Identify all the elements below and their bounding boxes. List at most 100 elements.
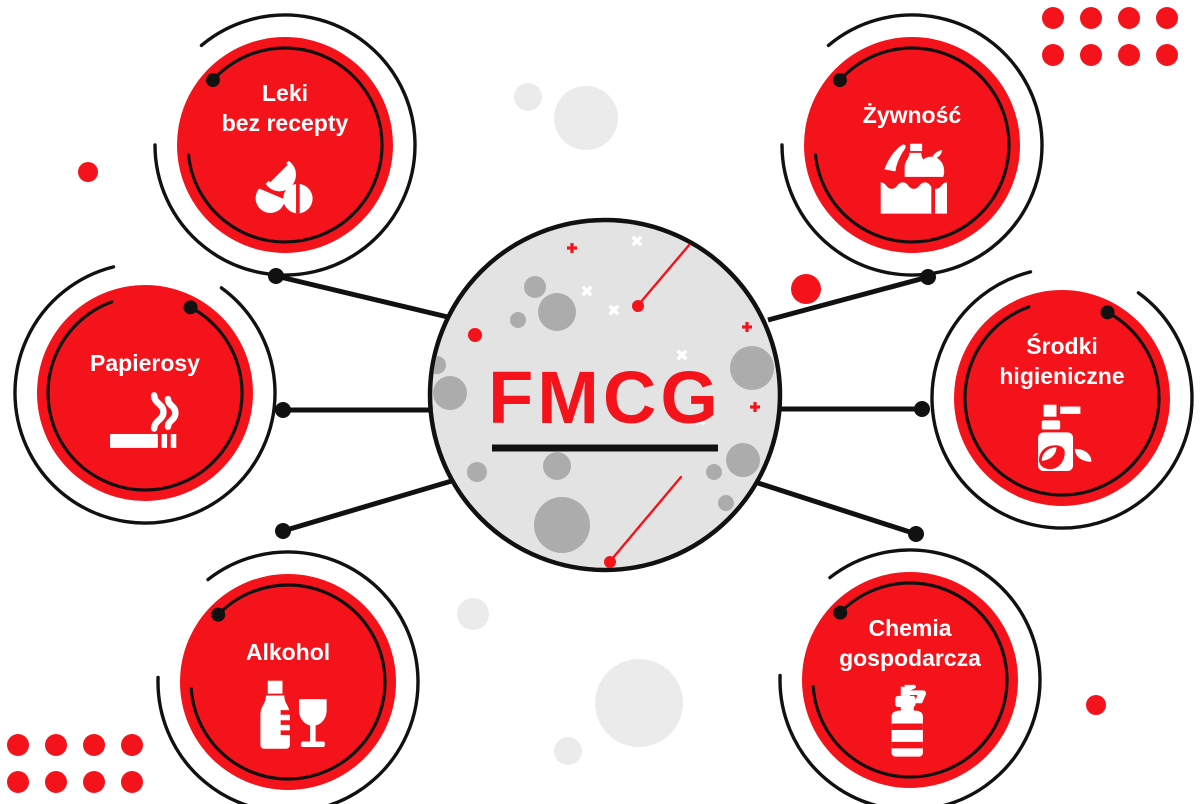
center-hub-node[interactable]: FMCG	[427, 217, 783, 573]
connector-line-zywnosc	[767, 274, 929, 323]
node-inner-orbit-arc	[189, 583, 387, 781]
red-plus-icon	[567, 243, 577, 253]
decorative-red-dot	[791, 274, 821, 304]
node-outer-orbit-arc	[780, 13, 1044, 277]
node-outer-orbit-arc	[778, 548, 1042, 804]
node-white-ring	[161, 555, 415, 804]
node-label-line: Alkohol	[246, 639, 330, 665]
sparkle-icon	[694, 414, 706, 426]
category-node-alkohol[interactable]: Alkohol	[156, 523, 420, 804]
hub-gray-bubble	[726, 443, 760, 477]
comet-marker	[604, 475, 683, 568]
decorative-gray-circle	[554, 86, 618, 150]
node-inner-orbit-arc	[813, 46, 1011, 244]
decorative-red-dot	[1156, 44, 1178, 66]
node-inner-orbit-arc	[46, 300, 244, 492]
node-label-alkohol: Alkohol	[246, 639, 330, 665]
category-node-zywnosc[interactable]: Żywność	[780, 13, 1044, 285]
node-white-ring	[783, 553, 1037, 804]
dot-grid-bottom-left	[7, 734, 143, 793]
hub-gray-bubble	[524, 276, 546, 298]
connector-lines	[275, 273, 929, 537]
node-arc-endpoint-dot	[183, 300, 198, 315]
connector-anchor-dot	[920, 269, 936, 285]
node-label-line: bez recepty	[222, 110, 349, 136]
decorative-red-dot	[121, 734, 143, 756]
decorative-gray-circle	[514, 83, 542, 111]
node-label-zywnosc: Żywność	[863, 102, 962, 128]
connector-anchor-dot	[268, 268, 284, 284]
node-label-line: Leki	[262, 80, 308, 106]
connector-anchor-dot	[914, 401, 930, 417]
decorative-red-dot	[1118, 7, 1140, 29]
node-label-line: Chemia	[868, 615, 951, 641]
node-inner-orbit-arc	[811, 581, 1009, 779]
node-outer-orbit-arc	[153, 13, 417, 277]
decorative-red-dot	[1042, 44, 1064, 66]
hub-gray-bubble	[730, 346, 774, 390]
connector-line-leki	[275, 273, 453, 321]
hub-gray-bubble	[706, 464, 722, 480]
decorative-red-dot	[7, 734, 29, 756]
node-circle-chemia	[802, 572, 1018, 788]
red-plus-icon	[742, 322, 752, 332]
node-label-line: Środki	[1026, 332, 1098, 359]
decorative-red-dot	[7, 771, 29, 793]
node-label-leki: Leki bez recepty	[222, 80, 349, 136]
decorative-red-dot	[45, 771, 67, 793]
page-title: FMCG	[488, 356, 722, 439]
category-node-leki[interactable]: Leki bez recepty	[153, 13, 417, 284]
node-circle-alkohol	[180, 574, 396, 790]
connector-anchor-dot	[275, 402, 291, 418]
node-label-line: Żywność	[863, 102, 962, 128]
decorative-red-dot	[1156, 7, 1178, 29]
node-arc-endpoint-dot	[211, 607, 226, 622]
decorative-red-dot	[83, 734, 105, 756]
decorative-red-dot	[1086, 695, 1106, 715]
connector-anchor-dot	[908, 526, 924, 542]
node-arc-endpoint-dot	[832, 73, 847, 88]
hub-gray-bubble	[534, 497, 590, 553]
node-arc-endpoint-dot	[833, 605, 848, 620]
hub-gray-bubble	[467, 462, 487, 482]
red-plus-icon	[750, 402, 760, 412]
node-outer-orbit-arc	[13, 265, 277, 525]
decorative-red-dot	[78, 162, 98, 182]
node-label-papierosy: Papierosy	[90, 350, 200, 376]
decorative-red-dot	[1042, 7, 1064, 29]
hub-gray-bubble	[543, 452, 571, 480]
node-inner-orbit-arc	[963, 305, 1161, 497]
sparkle-icon	[581, 285, 593, 297]
node-inner-orbit-arc	[186, 46, 384, 244]
node-arc-endpoint-dot	[1100, 305, 1115, 320]
hub-gray-bubble	[433, 376, 467, 410]
decorative-gray-circle	[457, 598, 489, 630]
node-white-ring	[785, 18, 1039, 272]
node-white-ring	[158, 18, 412, 272]
node-white-ring	[935, 271, 1189, 525]
hub-gray-bubble	[538, 293, 576, 331]
category-node-papierosy[interactable]: Papierosy	[13, 265, 291, 525]
sparkle-icon	[676, 349, 688, 361]
connector-line-chemia	[754, 479, 917, 537]
node-circle-papierosy	[37, 285, 253, 501]
center-hub-circle	[427, 217, 783, 573]
decorative-gray-circle	[595, 659, 683, 747]
decorative-red-dot	[1080, 44, 1102, 66]
decorative-red-dot	[121, 771, 143, 793]
node-outer-orbit-arc	[156, 550, 420, 804]
node-arc-endpoint-dot	[205, 73, 220, 88]
decorative-red-dot	[1080, 7, 1102, 29]
hub-red-bubble	[468, 328, 482, 342]
decorative-gray-circle	[554, 737, 582, 765]
decorative-red-dot	[83, 771, 105, 793]
hub-bubbles	[432, 222, 774, 568]
connector-line-alkohol	[282, 477, 456, 534]
